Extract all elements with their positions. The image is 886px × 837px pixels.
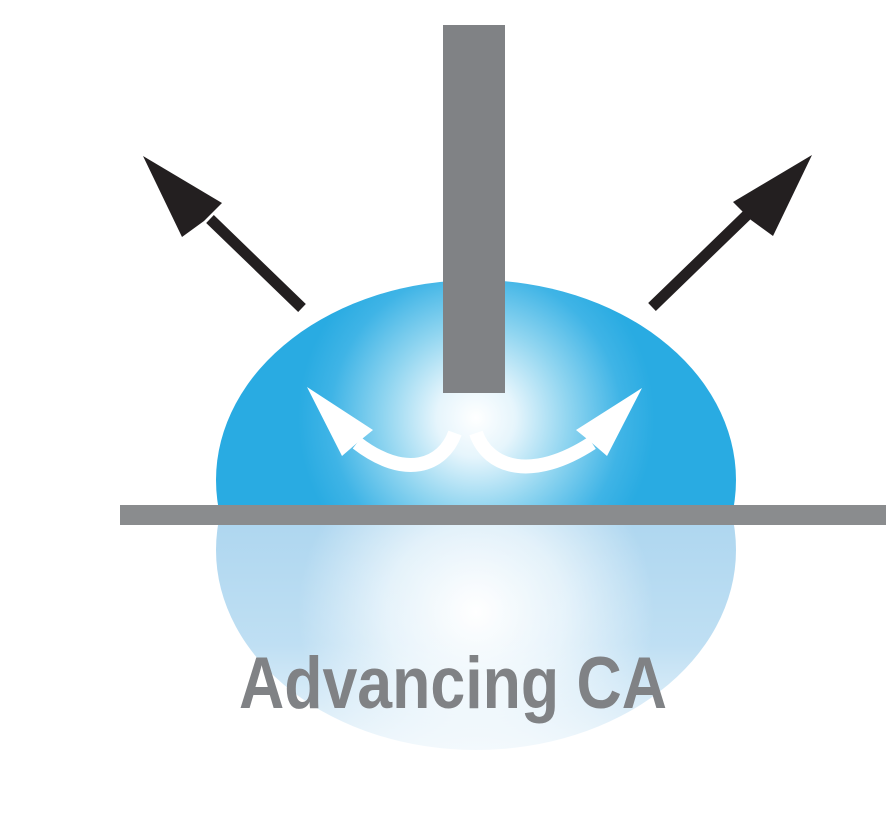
right-outward-arrow-icon	[648, 155, 812, 311]
right-spreading-arrow-icon	[469, 388, 642, 474]
dosing-needle	[443, 25, 505, 393]
droplet-reflection	[0, 525, 886, 837]
caption-advancing-ca: Advancing CA	[239, 643, 667, 724]
right-spreading-arrow-shaft	[469, 430, 596, 474]
left-outward-arrow-shaft	[206, 215, 306, 312]
right-outward-arrow-head	[733, 155, 812, 236]
left-spreading-arrow-shaft	[352, 430, 462, 472]
left-spreading-arrow-head	[307, 387, 373, 456]
right-outward-arrow-shaft	[648, 211, 751, 311]
reflection-fade-overlay	[0, 525, 886, 837]
sample-surface	[120, 505, 886, 525]
left-outward-arrow-icon	[143, 156, 306, 312]
right-spreading-arrow-head	[576, 388, 642, 456]
left-outward-arrow-head	[143, 156, 222, 237]
left-spreading-arrow-icon	[307, 387, 462, 472]
